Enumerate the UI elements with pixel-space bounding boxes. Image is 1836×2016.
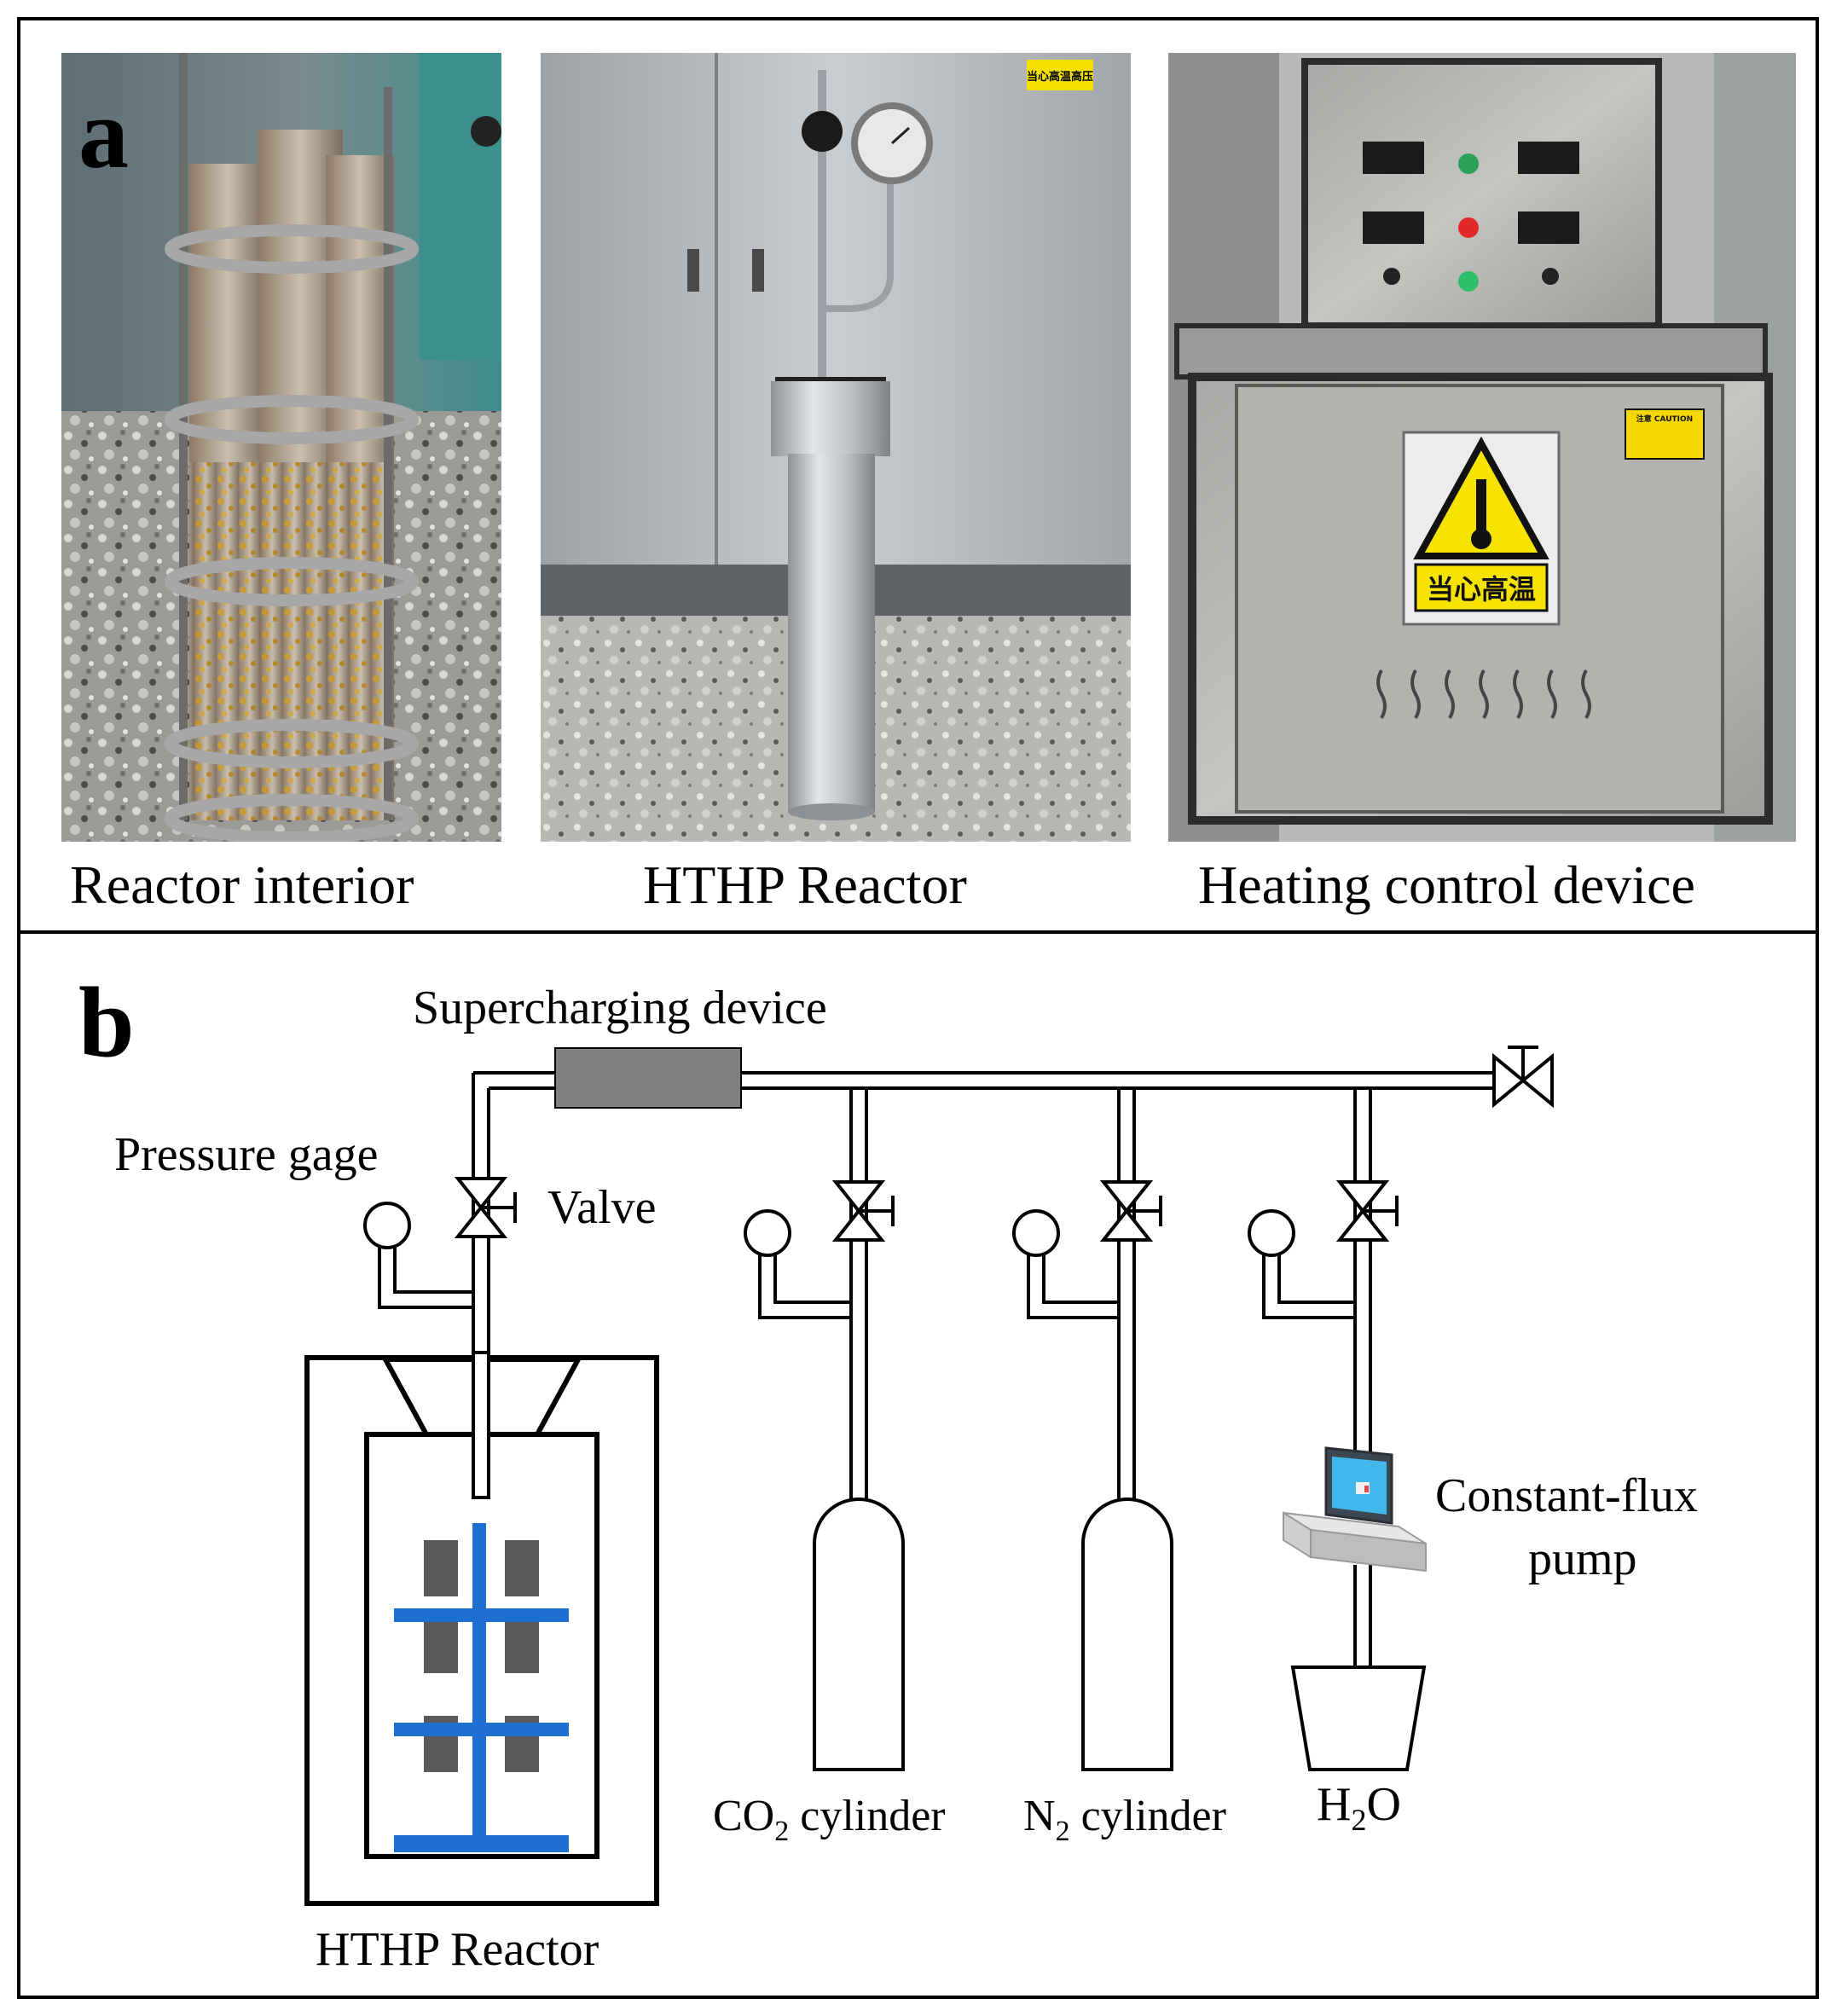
hot-surface-sign: 当心高温 — [1427, 573, 1536, 605]
caption-heating-control-device: Heating control device — [1198, 854, 1695, 915]
core-sample — [505, 1617, 539, 1673]
h2o-valve — [1335, 1180, 1399, 1242]
photo-reactor-interior — [61, 53, 501, 842]
photo-heating-control-device: 当心高温 注意 CAUTION — [1168, 53, 1796, 842]
n2-valve — [1099, 1180, 1162, 1242]
label-h2o: H2O — [1317, 1778, 1401, 1837]
caption-reactor-interior: Reactor interior — [70, 854, 414, 915]
n2-pressure-gage — [1012, 1209, 1060, 1257]
caption-hthp-reactor: HTHP Reactor — [643, 854, 967, 915]
n2-cylinder — [1081, 1498, 1173, 1771]
n2-gauge-lead — [1027, 1250, 1119, 1319]
core-rack — [394, 1523, 569, 1852]
label-n2-cylinder: N2 cylinder — [1023, 1792, 1226, 1847]
label-co2-cylinder: CO2 cylinder — [713, 1792, 946, 1847]
h2o-gauge-lead — [1262, 1250, 1355, 1319]
label-pump-line1: Constant-flux — [1435, 1469, 1698, 1522]
core-sample — [424, 1540, 458, 1596]
co2-branch-pipe — [849, 1088, 868, 1501]
water-beaker — [1290, 1666, 1427, 1771]
core-sample — [424, 1617, 458, 1673]
co2-cylinder — [813, 1498, 905, 1771]
n2-branch-pipe — [1117, 1088, 1136, 1501]
reactor-valve — [454, 1177, 517, 1238]
warning-sticker: 当心高温高压 — [1027, 70, 1093, 84]
reactor-gauge-lead — [378, 1247, 473, 1309]
label-hthp-reactor: HTHP Reactor — [316, 1923, 599, 1976]
co2-valve — [831, 1180, 895, 1242]
label-pressure-gage: Pressure gage — [114, 1128, 378, 1181]
supercharging-device — [554, 1047, 742, 1109]
core-sample — [505, 1540, 539, 1596]
pump-outlet-pipe — [1353, 1565, 1372, 1667]
h2o-pressure-gage — [1248, 1209, 1295, 1257]
reactor-pressure-gage — [363, 1202, 411, 1249]
constant-flux-pump — [1283, 1446, 1427, 1573]
label-valve: Valve — [547, 1181, 657, 1234]
h2o-branch-pipe — [1353, 1088, 1372, 1458]
co2-gauge-lead — [758, 1250, 851, 1319]
label-supercharging-device: Supercharging device — [413, 982, 827, 1034]
vent-valve — [1492, 1046, 1554, 1109]
co2-pressure-gage — [744, 1209, 791, 1257]
caution-label: 注意 CAUTION — [1636, 414, 1693, 424]
panel-b-frame — [17, 930, 1819, 1999]
panel-b-label: b — [78, 966, 135, 1078]
photo-hthp-reactor: 当心高温高压 — [541, 53, 1131, 842]
panel-a-label: a — [78, 78, 129, 189]
label-pump-line2: pump — [1528, 1532, 1637, 1585]
